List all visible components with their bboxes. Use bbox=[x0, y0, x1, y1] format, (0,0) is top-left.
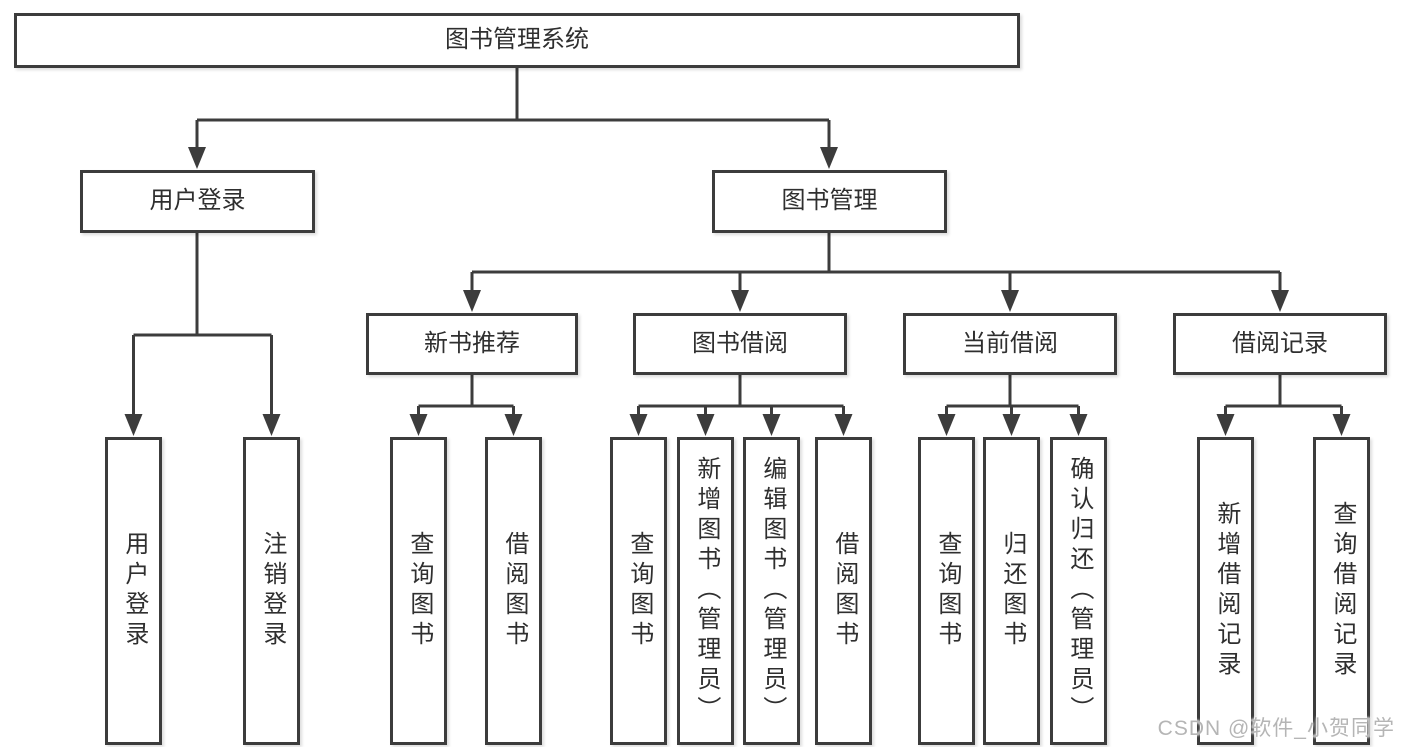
arrow-icon bbox=[1332, 414, 1351, 436]
leaf-nb-query-books-label: 查询图书 bbox=[405, 531, 433, 651]
leaf-cb-return-books-label: 归还图书 bbox=[998, 531, 1026, 651]
node-root-system: 图书管理系统 bbox=[14, 13, 1020, 68]
arrow-icon bbox=[731, 290, 749, 312]
arrow-icon bbox=[696, 414, 715, 436]
arrow-icon bbox=[629, 414, 648, 436]
leaf-br-add-record-label: 新增借阅记录 bbox=[1212, 501, 1240, 681]
leaf-cb-confirm-return: 确认归还（管理员） bbox=[1050, 437, 1107, 745]
arrow-icon bbox=[937, 414, 956, 436]
leaf-bb-borrow-books: 借阅图书 bbox=[815, 437, 872, 745]
arrow-icon bbox=[1069, 414, 1088, 436]
node-user-login-label: 用户登录 bbox=[149, 187, 246, 215]
node-user-login: 用户登录 bbox=[80, 170, 315, 233]
leaf-cb-query-books: 查询图书 bbox=[918, 437, 975, 745]
leaf-bb-edit-books: 编辑图书（管理员） bbox=[743, 437, 800, 745]
leaf-cb-query-books-label: 查询图书 bbox=[933, 531, 961, 651]
arrow-icon bbox=[504, 414, 523, 436]
node-current-borrowing: 当前借阅 bbox=[903, 313, 1117, 375]
node-new-book-recommend-label: 新书推荐 bbox=[424, 329, 520, 357]
arrow-icon bbox=[1216, 414, 1235, 436]
leaf-nb-query-books: 查询图书 bbox=[390, 437, 447, 745]
node-borrowing-records-label: 借阅记录 bbox=[1232, 329, 1328, 357]
leaf-user-login: 用户登录 bbox=[105, 437, 162, 745]
arrow-icon bbox=[820, 147, 838, 169]
leaf-logout: 注销登录 bbox=[243, 437, 300, 745]
arrow-icon bbox=[762, 414, 781, 436]
leaf-bb-edit-books-label: 编辑图书（管理员） bbox=[758, 456, 786, 726]
leaf-cb-confirm-return-label: 确认归还（管理员） bbox=[1065, 456, 1093, 726]
arrow-icon bbox=[1002, 414, 1021, 436]
leaf-user-login-label: 用户登录 bbox=[120, 531, 148, 651]
node-borrowing-records: 借阅记录 bbox=[1173, 313, 1387, 375]
leaf-bb-add-books: 新增图书（管理员） bbox=[677, 437, 734, 745]
node-book-borrowing: 图书借阅 bbox=[633, 313, 847, 375]
arrow-icon bbox=[834, 414, 853, 436]
arrow-icon bbox=[1271, 290, 1289, 312]
node-book-management: 图书管理 bbox=[712, 170, 947, 233]
arrow-icon bbox=[463, 290, 481, 312]
node-root-label: 图书管理系统 bbox=[445, 26, 589, 54]
node-current-borrowing-label: 当前借阅 bbox=[962, 329, 1058, 357]
arrow-icon bbox=[188, 147, 206, 169]
leaf-logout-label: 注销登录 bbox=[258, 531, 286, 651]
leaf-nb-borrow-books: 借阅图书 bbox=[485, 437, 542, 745]
leaf-br-query-record-label: 查询借阅记录 bbox=[1328, 501, 1356, 681]
node-book-management-label: 图书管理 bbox=[781, 187, 878, 215]
leaf-br-add-record: 新增借阅记录 bbox=[1197, 437, 1254, 745]
watermark: CSDN @软件_小贺同学 bbox=[1157, 717, 1395, 740]
leaf-bb-add-books-label: 新增图书（管理员） bbox=[692, 456, 720, 726]
node-new-book-recommend: 新书推荐 bbox=[366, 313, 578, 375]
leaf-bb-query-books-label: 查询图书 bbox=[625, 531, 653, 651]
leaf-br-query-record: 查询借阅记录 bbox=[1313, 437, 1370, 745]
node-book-borrowing-label: 图书借阅 bbox=[692, 329, 788, 357]
arrow-icon bbox=[124, 414, 143, 436]
arrow-icon bbox=[409, 414, 428, 436]
leaf-bb-query-books: 查询图书 bbox=[610, 437, 667, 745]
arrow-icon bbox=[1001, 290, 1019, 312]
arrow-icon bbox=[262, 414, 281, 436]
leaf-nb-borrow-books-label: 借阅图书 bbox=[500, 531, 528, 651]
leaf-bb-borrow-books-label: 借阅图书 bbox=[830, 531, 858, 651]
leaf-cb-return-books: 归还图书 bbox=[983, 437, 1040, 745]
